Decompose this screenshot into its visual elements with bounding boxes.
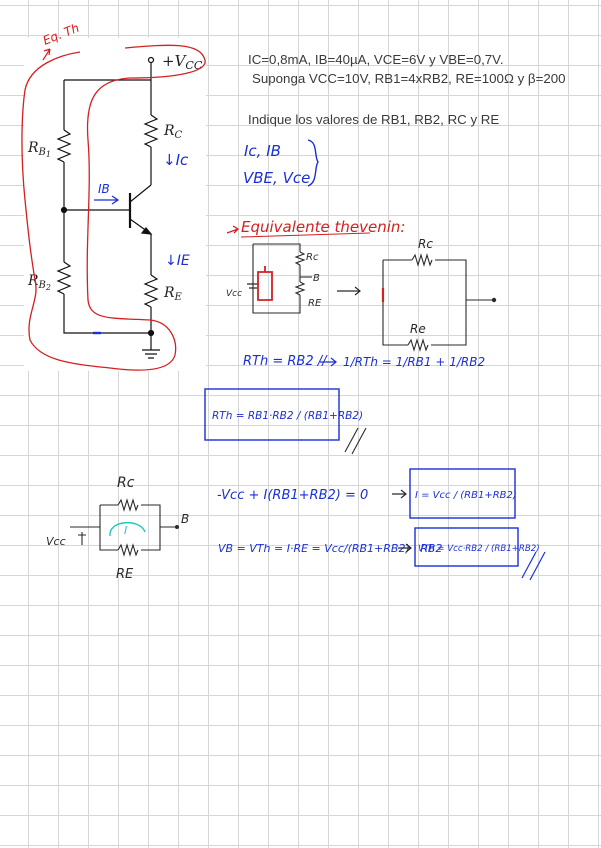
- problem-line-3: Indique los valores de RB1, RB2, RC y RE: [248, 112, 500, 127]
- unknowns-line-1: Ic, IB: [244, 142, 281, 160]
- problem-line-1: IC=0,8mA, IB=40µA, VCE=6V y VBE=0,7V.: [248, 52, 504, 67]
- rth-arrow: [320, 357, 337, 367]
- eq-th-note: Eq. Th: [41, 21, 81, 48]
- loop-circuit-sketch: [70, 498, 176, 557]
- rc-label: RC: [163, 123, 183, 141]
- ib-arrow: [94, 195, 120, 205]
- ie-arrow-label: ↓IE: [165, 253, 190, 269]
- rth-result-formula: RTh = RB1·RB2 / (RB1+RB2): [212, 410, 363, 422]
- loop-current-arc: [109, 522, 146, 537]
- rb1-resistor: [56, 129, 72, 163]
- emitter-arrow: [140, 227, 153, 235]
- vcc-label: +VCC: [162, 52, 203, 72]
- loop-b-label: B: [181, 512, 189, 526]
- eq-th-arrow: [42, 48, 51, 61]
- equiv-underline: [240, 232, 371, 238]
- vth-result-formula: VTh = Vcc·RB2 / (RB1+RB2): [418, 544, 540, 554]
- kvl-arrow: [392, 489, 407, 499]
- thevenin-outline: [21, 44, 206, 371]
- vth-result-box: [414, 527, 519, 567]
- problem-line-2: Suponga VCC=10V, RB1=4xRB2, RE=100Ω y β=…: [252, 71, 566, 86]
- small-rc-label: Rc: [306, 252, 319, 263]
- rth-eq-left: RTh = RB2 //: [243, 354, 328, 369]
- bjt-circuit-diagram: [56, 56, 160, 359]
- big-re-label: Re: [410, 322, 426, 336]
- unknowns-line-2: VBE, Vce: [243, 169, 310, 187]
- rb2-label: RB2: [27, 273, 51, 292]
- loop-vcc-label: Vcc: [46, 535, 66, 548]
- loop-b-node: [175, 525, 179, 529]
- transform-arrow: [337, 286, 361, 296]
- re-resistor: [143, 274, 159, 308]
- transistor-collector: [129, 184, 152, 203]
- rth-inverse-formula: 1/RTh = 1/RB1 + 1/RB2: [343, 355, 485, 369]
- i-result-formula: I = Vcc / (RB1+RB2): [415, 490, 517, 501]
- vb-arrow: [398, 543, 412, 553]
- small-vcc-label: Vcc: [226, 289, 242, 299]
- circuit-image-panel: [24, 38, 206, 371]
- unknowns-brace: [307, 139, 319, 187]
- ground-symbol: [142, 349, 160, 359]
- equiv-arrow: [226, 225, 240, 234]
- i-result-box: [409, 468, 516, 519]
- small-thevenin-sketch: [247, 243, 312, 314]
- vcc-terminal: [147, 56, 155, 64]
- ib-label: IB: [98, 182, 110, 196]
- loop-current-label: I: [124, 524, 127, 537]
- big-output-node: [491, 297, 497, 303]
- loop-re-label: RE: [116, 567, 134, 582]
- big-rc-label: Rc: [418, 237, 433, 251]
- big-equivalent-sketch: [382, 253, 492, 352]
- ic-arrow-label: ↓Ic: [163, 151, 189, 169]
- kvl-equation: -Vcc + I(RB1+RB2) = 0: [217, 488, 368, 503]
- loop-rc-label: Rc: [117, 475, 135, 491]
- small-red-loop: [257, 266, 273, 301]
- small-b-label: B: [313, 273, 320, 284]
- rb1-label: RB1: [27, 140, 51, 159]
- small-re-label: RE: [308, 298, 322, 309]
- vth-double-slash: [521, 551, 546, 581]
- rc-resistor: [143, 114, 159, 148]
- rth-result-box: [204, 388, 340, 441]
- equiv-title: Equivalente thevenin:: [241, 218, 405, 236]
- re-label: RE: [163, 285, 183, 303]
- rb2-resistor: [56, 261, 72, 295]
- rth-double-slash: [344, 427, 367, 455]
- vb-equation: VB = VTh = I·RE = Vcc/(RB1+RB2) · RB2: [218, 542, 442, 555]
